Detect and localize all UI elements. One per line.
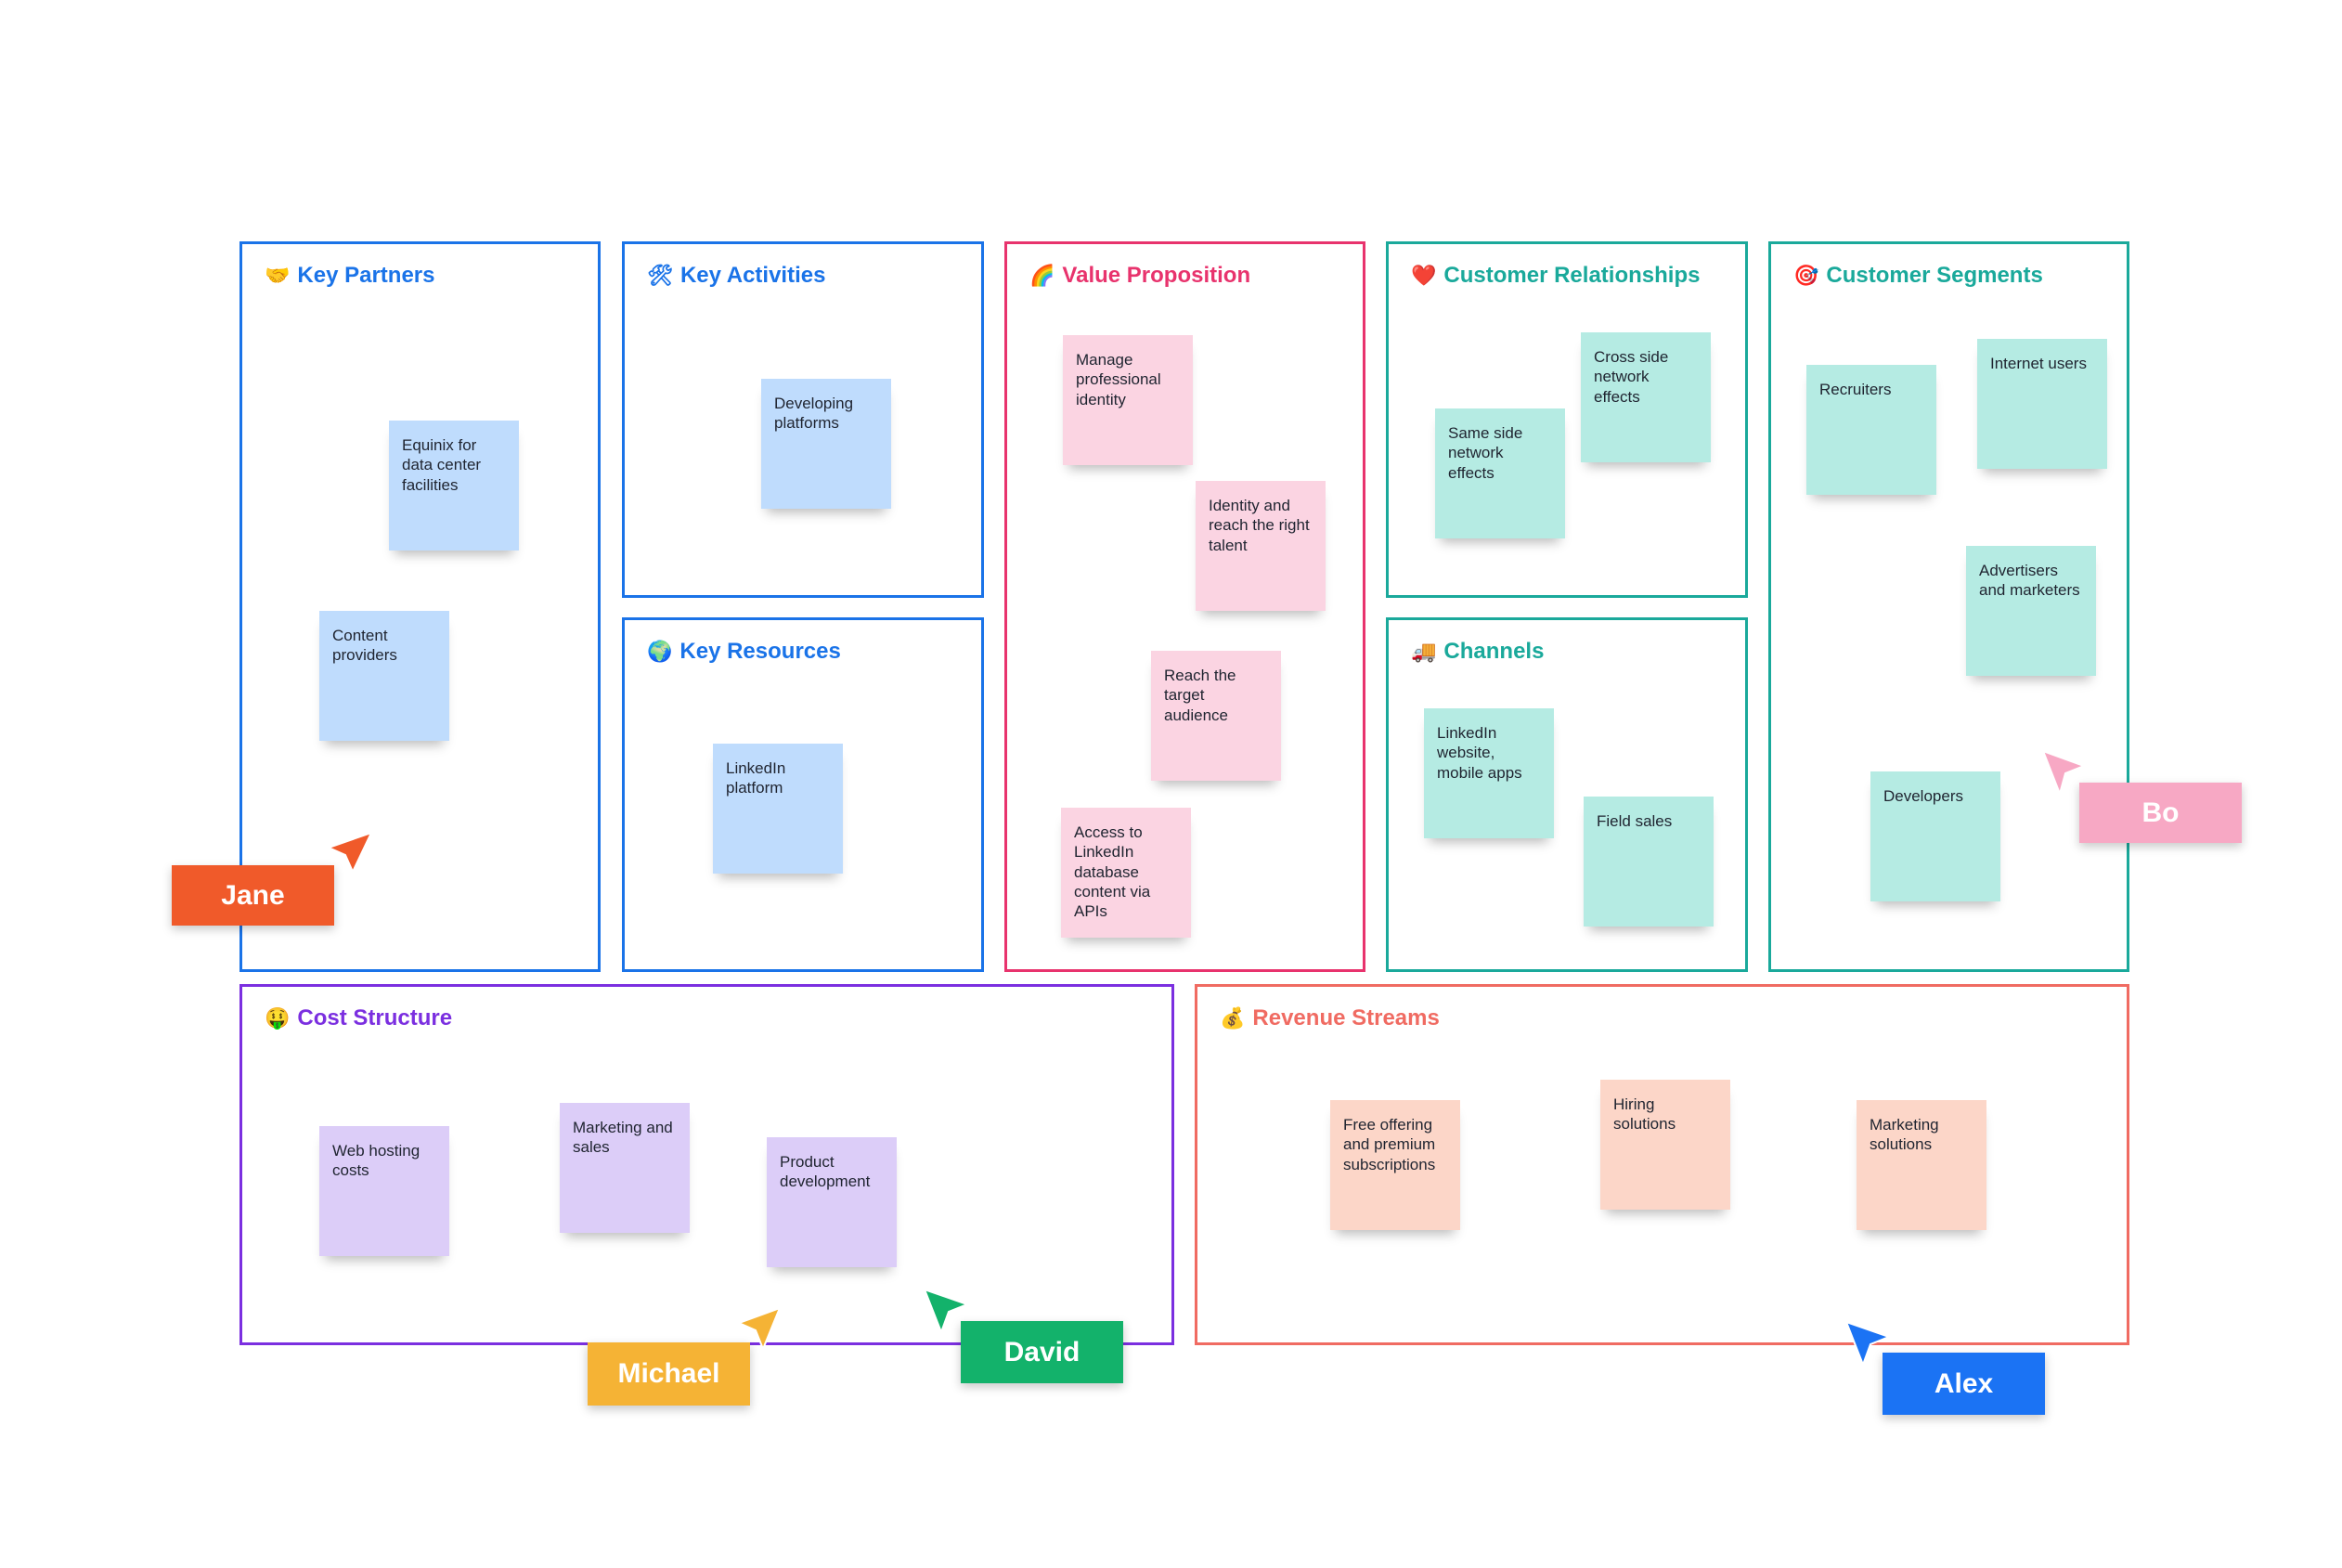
sticky-note[interactable]: Developers	[1870, 771, 2000, 901]
customer-segments-title: 🎯Customer Segments	[1793, 263, 2043, 288]
sticky-note[interactable]: Cross side network effects	[1581, 332, 1711, 462]
sticky-note[interactable]: Web hosting costs	[319, 1126, 449, 1256]
revenue-streams-title: 💰Revenue Streams	[1220, 1005, 1440, 1030]
collaborator-tag-david: David	[961, 1321, 1123, 1383]
sticky-note[interactable]: Internet users	[1977, 339, 2107, 469]
customer-relationships-title: ❤️Customer Relationships	[1411, 263, 1701, 288]
key-partners-title: 🤝Key Partners	[265, 263, 435, 288]
collaborator-tag-jane: Jane	[172, 865, 334, 926]
key-resources-panel: 🌍Key Resources LinkedIn platform	[622, 617, 984, 972]
cursor-arrow-icon	[1844, 1320, 1892, 1367]
sticky-note[interactable]: Marketing and sales	[560, 1103, 690, 1233]
cursor-arrow-icon	[326, 831, 373, 875]
target-icon: 🎯	[1793, 264, 1819, 287]
key-resources-title: 🌍Key Resources	[647, 639, 841, 664]
sticky-note[interactable]: Advertisers and marketers	[1966, 546, 2096, 676]
handshake-icon: 🤝	[265, 264, 291, 287]
truck-icon: 🚚	[1411, 640, 1437, 663]
sticky-note[interactable]: Content providers	[319, 611, 449, 741]
sticky-note[interactable]: Marketing solutions	[1857, 1100, 1986, 1230]
rainbow-icon: 🌈	[1029, 264, 1055, 287]
cursor-arrow-icon	[923, 1288, 970, 1335]
key-partners-panel: 🤝Key Partners Equinix for data center fa…	[239, 241, 601, 972]
customer-relationships-panel: ❤️Customer Relationships Cross side netw…	[1386, 241, 1748, 598]
collaborator-tag-alex: Alex	[1883, 1353, 2045, 1415]
sticky-note[interactable]: Recruiters	[1806, 365, 1936, 495]
sticky-note[interactable]: Developing platforms	[761, 379, 891, 509]
channels-panel: 🚚Channels LinkedIn website, mobile apps …	[1386, 617, 1748, 972]
channels-title: 🚚Channels	[1411, 639, 1545, 664]
customer-segments-panel: 🎯Customer Segments Recruiters Internet u…	[1768, 241, 2129, 972]
sticky-note[interactable]: Equinix for data center facilities	[389, 421, 519, 551]
collaborator-tag-bo: Bo	[2079, 783, 2242, 843]
heart-icon: ❤️	[1411, 264, 1437, 287]
sticky-note[interactable]: LinkedIn website, mobile apps	[1424, 708, 1554, 838]
value-proposition-panel: 🌈Value Proposition Manage professional i…	[1004, 241, 1365, 972]
collaborator-tag-michael: Michael	[588, 1342, 750, 1406]
globe-icon: 🌍	[647, 640, 673, 663]
cursor-arrow-icon	[736, 1306, 782, 1352]
key-activities-panel: 🛠Key Activities Developing platforms	[622, 241, 984, 598]
sticky-note[interactable]: Reach the target audience	[1151, 651, 1281, 781]
sticky-note[interactable]: Product development	[767, 1137, 897, 1267]
cost-structure-panel: 🤑Cost Structure Web hosting costs Market…	[239, 984, 1174, 1345]
revenue-streams-panel: 💰Revenue Streams Free offering and premi…	[1195, 984, 2129, 1345]
cost-structure-title: 🤑Cost Structure	[265, 1005, 453, 1030]
tools-icon: 🛠	[647, 264, 673, 287]
cursor-arrow-icon	[2041, 749, 2087, 797]
key-activities-title: 🛠Key Activities	[647, 263, 826, 288]
money-face-icon: 🤑	[265, 1006, 291, 1030]
value-proposition-title: 🌈Value Proposition	[1029, 263, 1251, 288]
sticky-note[interactable]: Access to LinkedIn database content via …	[1061, 808, 1191, 938]
sticky-note[interactable]: Same side network effects	[1435, 408, 1565, 538]
sticky-note[interactable]: Manage professional identity	[1063, 335, 1193, 465]
sticky-note[interactable]: Hiring solutions	[1600, 1080, 1730, 1210]
sticky-note[interactable]: Identity and reach the right talent	[1196, 481, 1326, 611]
sticky-note[interactable]: Field sales	[1584, 797, 1714, 927]
sticky-note[interactable]: LinkedIn platform	[713, 744, 843, 874]
sticky-note[interactable]: Free offering and premium subscriptions	[1330, 1100, 1460, 1230]
money-bag-icon: 💰	[1220, 1006, 1246, 1030]
